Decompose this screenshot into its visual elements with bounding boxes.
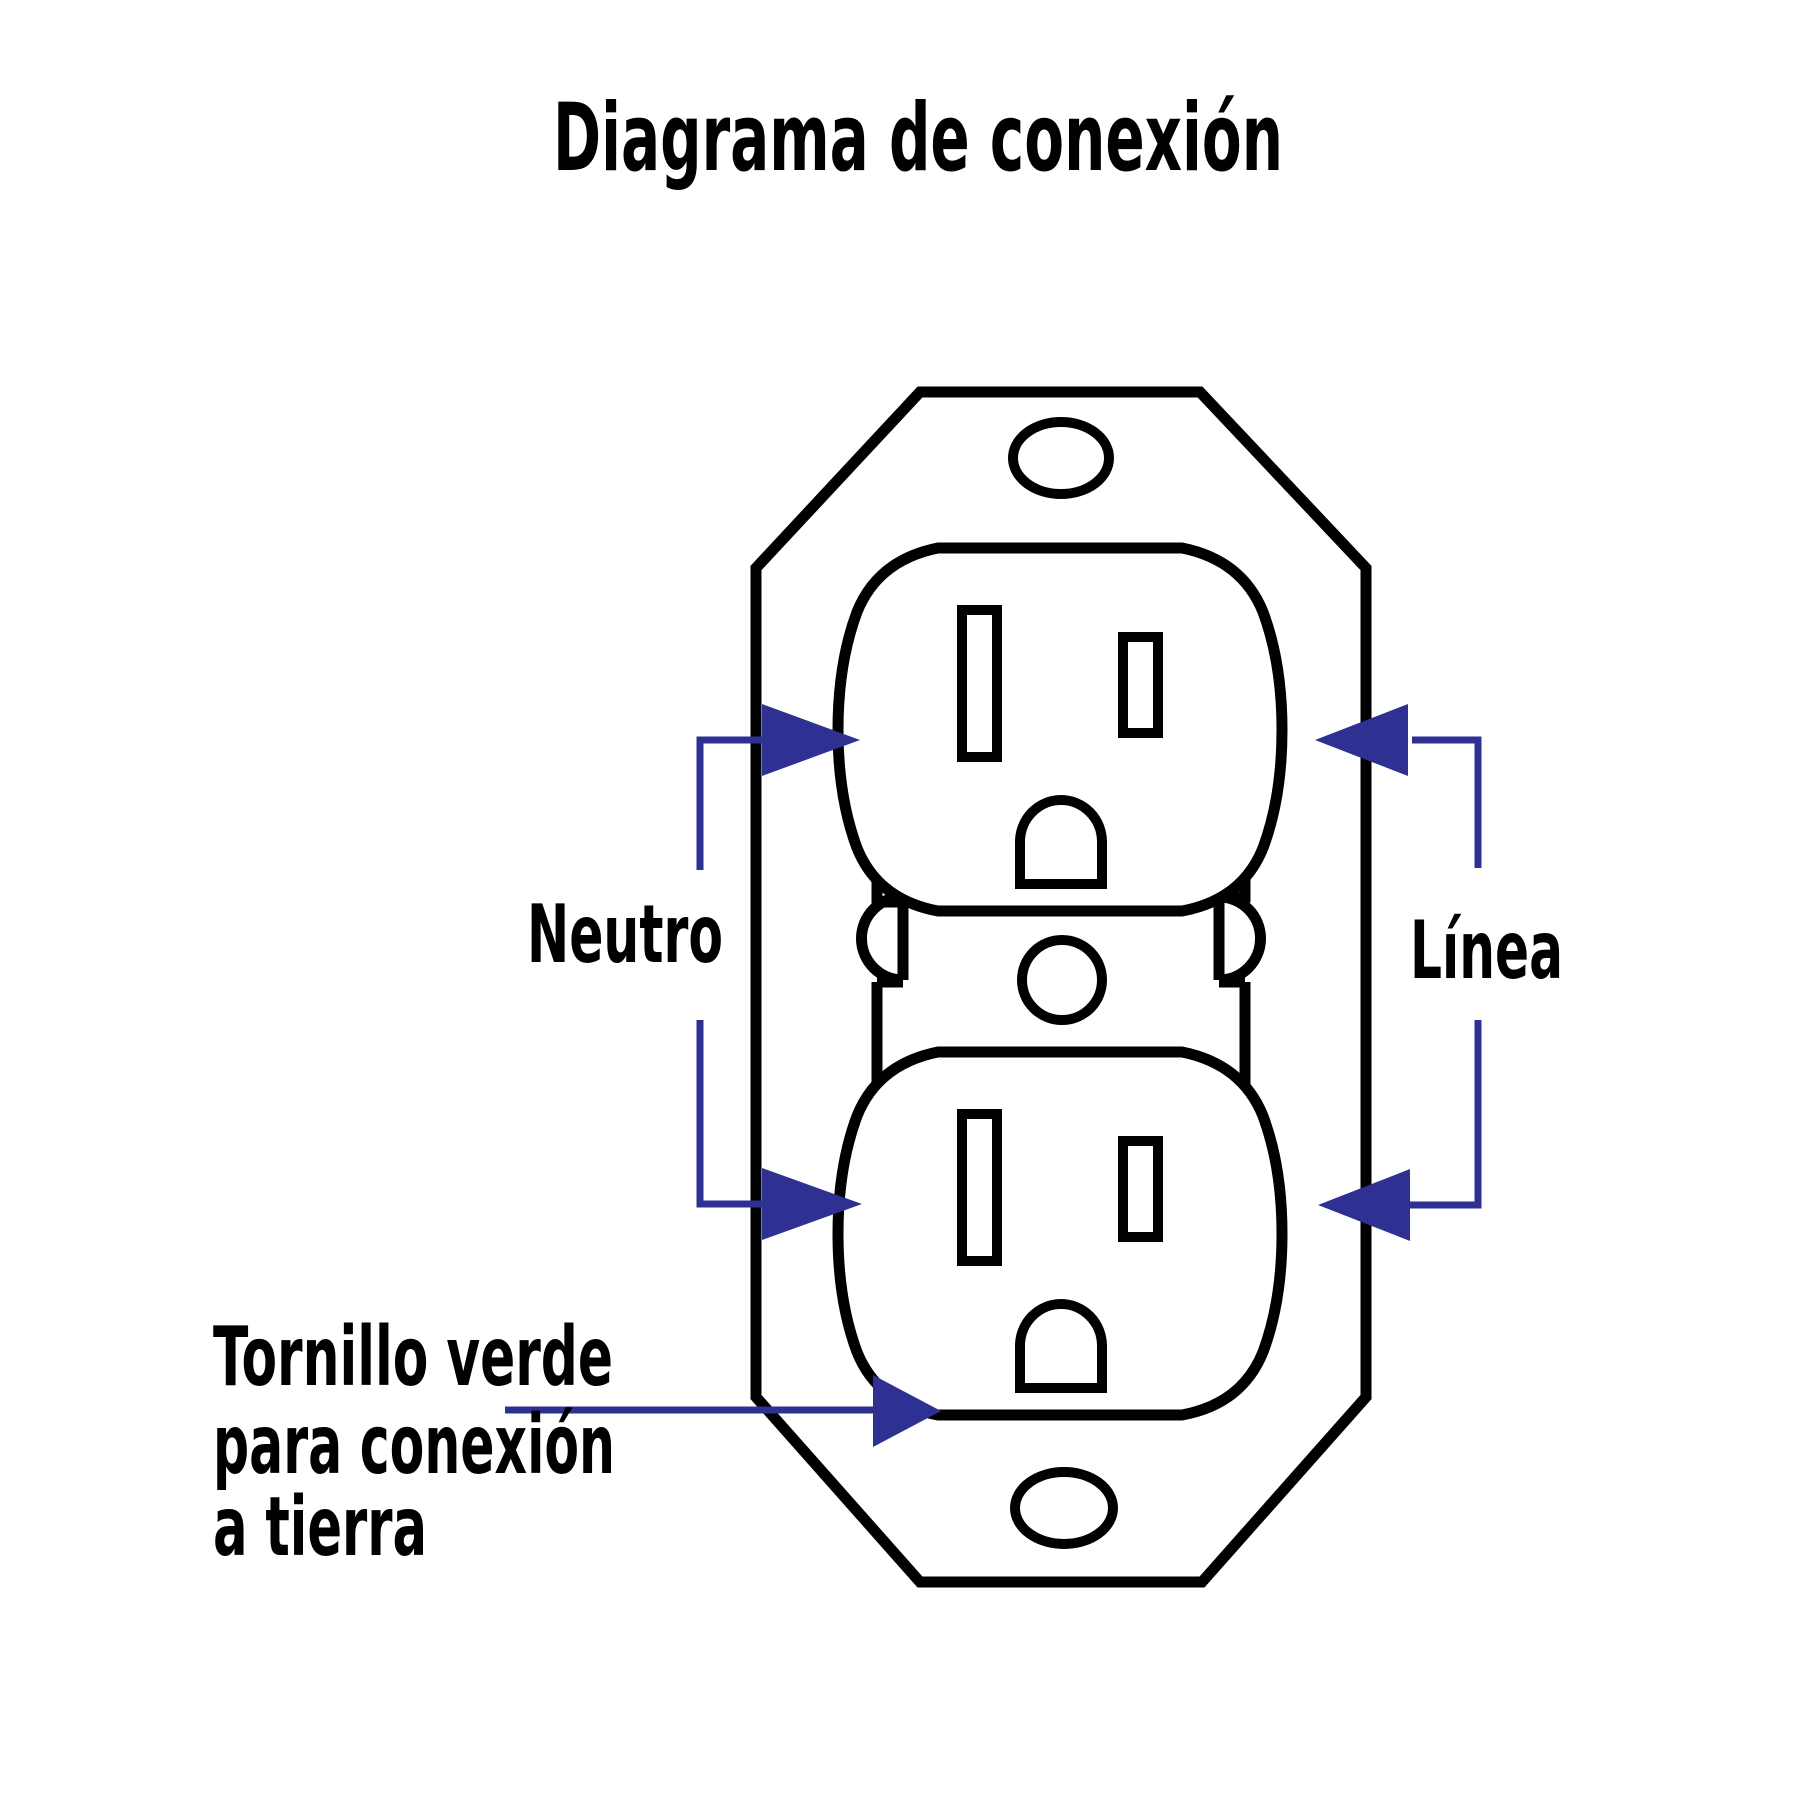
lower-receptacle-outline: [832, 1046, 1288, 1421]
upper-receptacle-outline: [832, 542, 1288, 917]
ground-hole-lower: [1015, 1299, 1107, 1393]
neutral-connector-line-bottom: [696, 1020, 766, 1208]
ground-label-line1: Tornillo verde: [213, 1310, 613, 1405]
neutral-arrow-top: [762, 704, 860, 776]
neutral-label: Neutro: [527, 888, 723, 981]
side-terminal-left: [856, 856, 909, 1098]
ground-annotation: Tornillo verde para conexión a tierra: [213, 1310, 941, 1575]
neutral-arrow-bottom: [762, 1168, 862, 1240]
line-arrow-top: [1315, 704, 1408, 776]
neutral-annotation: Neutro: [527, 704, 862, 1240]
line-slot-lower: [1118, 1136, 1163, 1242]
mounting-hole-top: [1008, 417, 1114, 499]
ground-arrow: [873, 1375, 941, 1447]
line-connector-line-top: [1412, 736, 1482, 868]
upper-receptacle: [832, 542, 1288, 917]
side-terminal-right: [1213, 856, 1266, 1098]
line-label: Línea: [1410, 904, 1563, 997]
line-annotation: Línea: [1315, 704, 1563, 1241]
ground-hole-upper: [1015, 795, 1107, 889]
line-arrow-bottom: [1318, 1169, 1410, 1241]
mounting-hole-bottom: [1010, 1467, 1118, 1549]
page-title: Diagrama de conexión: [553, 84, 1283, 193]
ground-label-line3: a tierra: [213, 1480, 427, 1575]
line-slot-upper: [1118, 632, 1163, 738]
ground-label-line2: para conexión: [213, 1398, 615, 1493]
neutral-connector-line-top: [696, 736, 766, 870]
lower-receptacle: [832, 1046, 1288, 1421]
neutral-slot-lower: [957, 1109, 1002, 1266]
center-screw: [1017, 935, 1107, 1025]
line-connector-line-bottom: [1406, 1020, 1482, 1209]
neutral-slot-upper: [957, 605, 1002, 762]
